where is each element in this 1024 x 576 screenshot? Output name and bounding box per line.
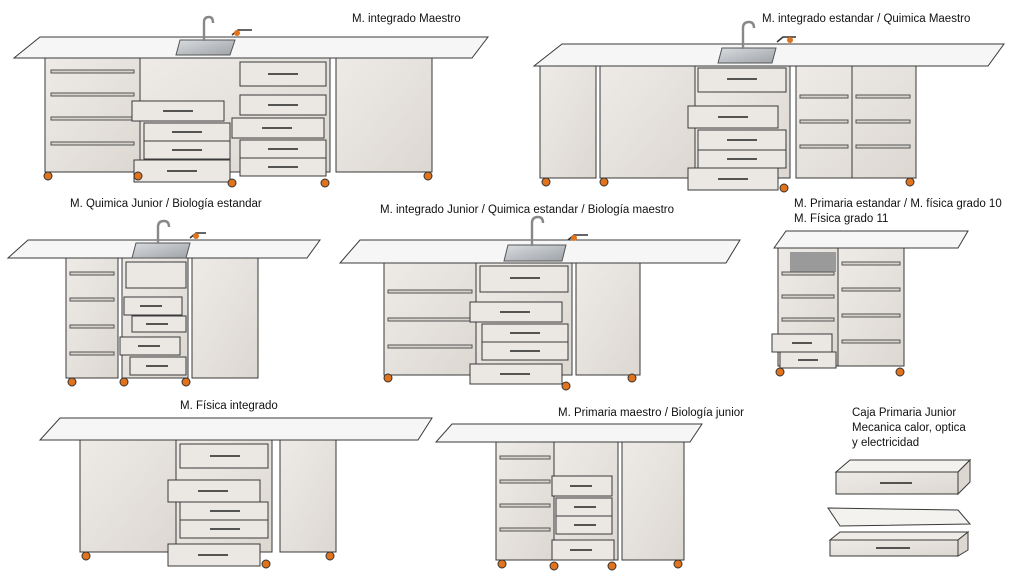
faucet-icon <box>741 20 756 49</box>
unit-fisica-integrado <box>38 417 433 569</box>
label-fisica-integrado: M. Física integrado <box>180 400 278 412</box>
label-fisica-grado-11: M. Física grado 11 <box>794 213 889 225</box>
label-caja-primaria-junior: Caja Primaria Junior <box>852 407 957 419</box>
label-quimica-junior: M. Quimica Junior / Biología estandar <box>70 198 262 210</box>
unit-primaria-estandar <box>771 230 969 377</box>
label-integrado-estandar: M. integrado estandar / Quimica Maestro <box>762 13 971 25</box>
label-y-electricidad: y electricidad <box>852 437 920 449</box>
unit-integrado-maestro <box>12 15 490 188</box>
unit-integrado-junior <box>338 215 741 391</box>
unit-integrado-estandar <box>532 20 1005 193</box>
label-mecanica-calor-optica: Mecanica calor, optica <box>852 422 966 434</box>
unit-quimica-junior <box>6 219 321 387</box>
caster-wheel-icon <box>43 171 433 188</box>
faucet-icon <box>530 215 545 246</box>
label-integrado-maestro: M. integrado Maestro <box>352 13 461 25</box>
label-integrado-junior: M. integrado Junior / Quimica estandar /… <box>380 204 675 216</box>
label-primaria-maestro: M. Primaria maestro / Biología junior <box>558 407 744 419</box>
faucet-icon <box>156 219 171 244</box>
unit-primaria-maestro <box>434 423 703 571</box>
faucet-icon <box>202 15 215 41</box>
label-primaria-estandar: M. Primaria estandar / M. física grado 1… <box>794 198 1002 210</box>
gas-valve-icon <box>231 29 252 36</box>
unit-caja-primaria-junior <box>827 458 972 557</box>
